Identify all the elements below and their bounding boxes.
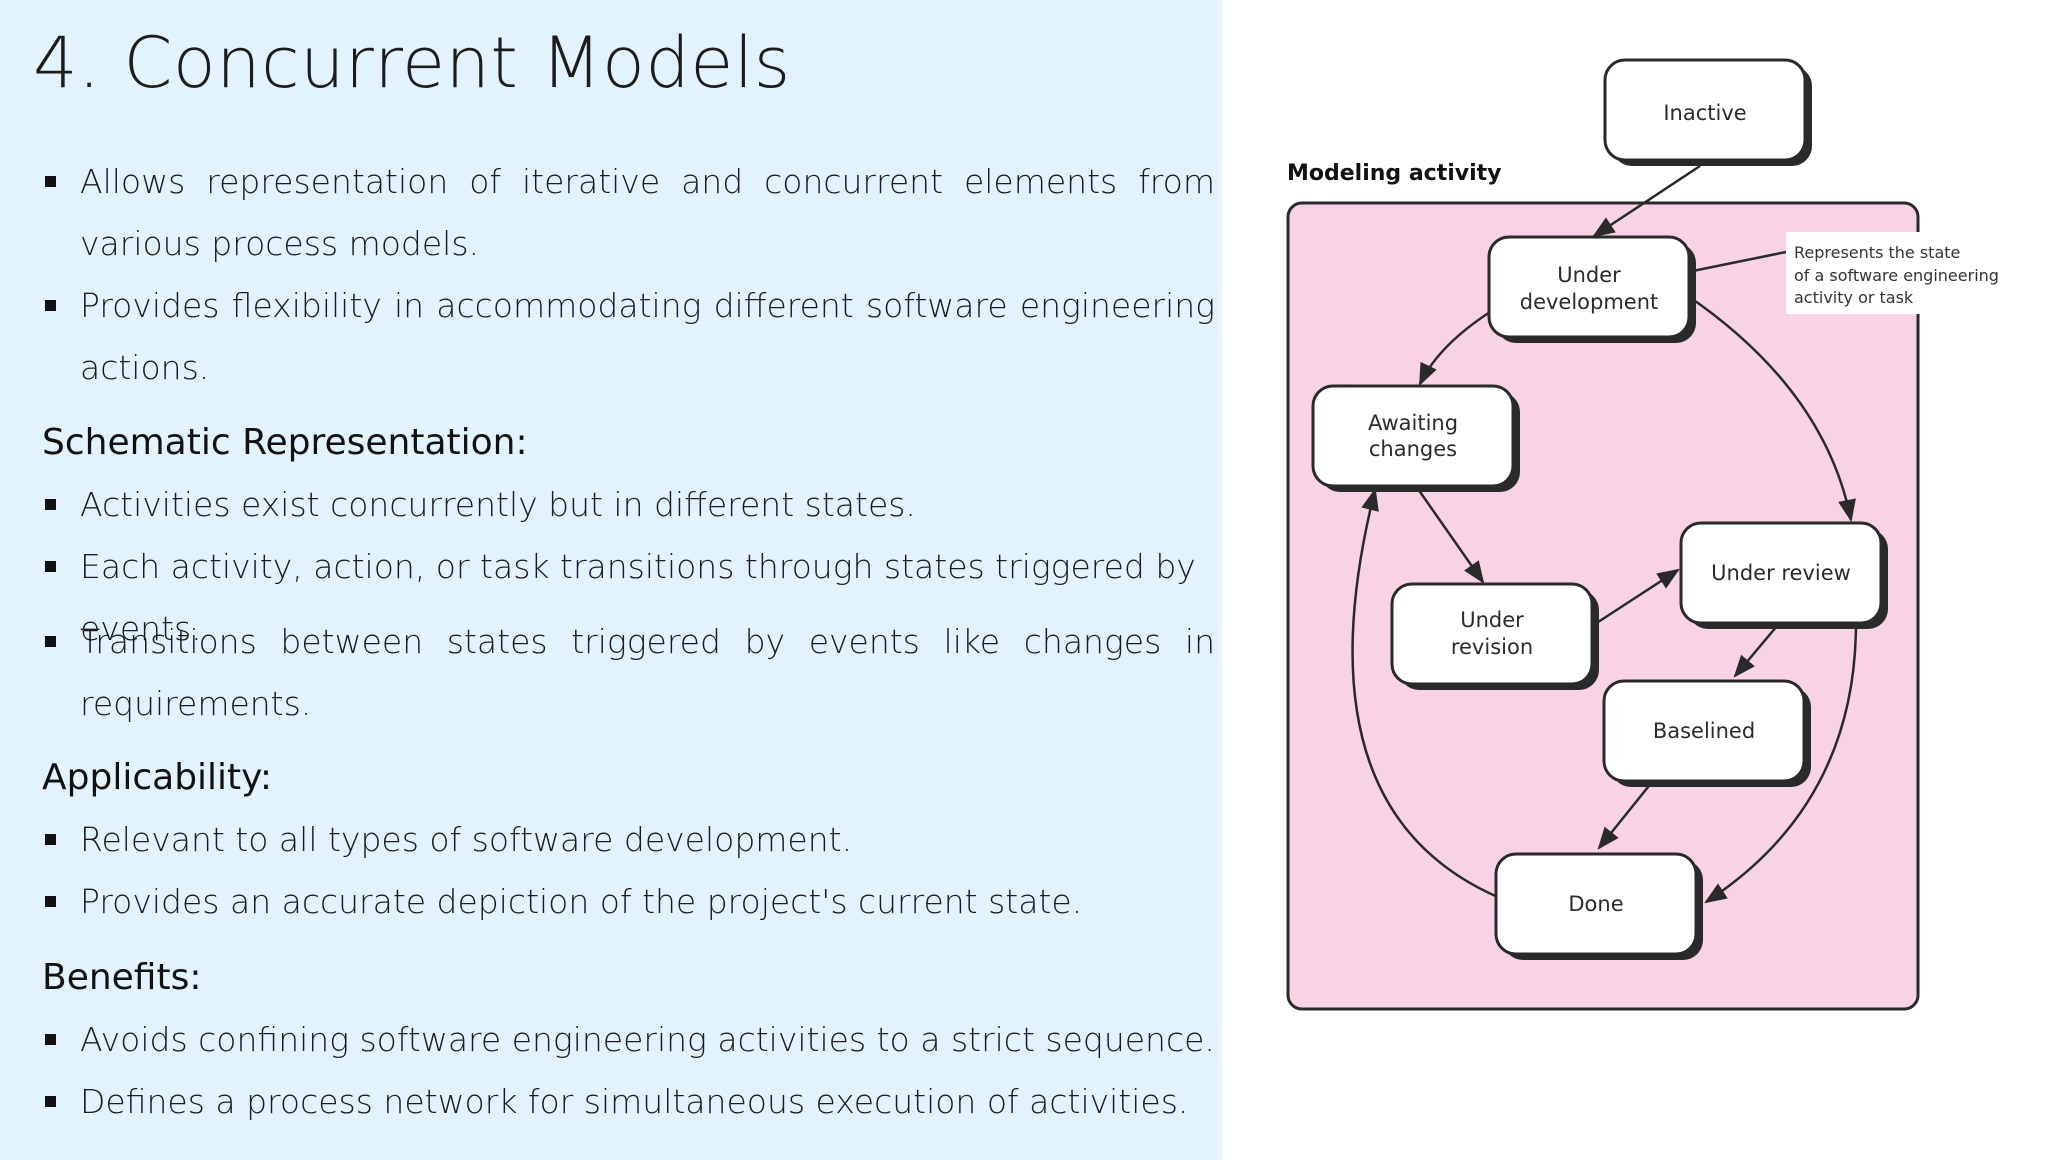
svg-text:Under: Under — [1460, 608, 1524, 632]
svg-text:Inactive: Inactive — [1663, 101, 1746, 125]
bullet-item: Transitions between states triggered by … — [40, 611, 1215, 735]
state-done: Done — [1494, 852, 1703, 960]
bullet-item: Provides an accurate depiction of the pr… — [40, 871, 1215, 933]
bullet-square-icon — [45, 176, 56, 187]
bullet-item: Avoids confining software engineering ac… — [40, 1009, 1215, 1071]
bullet-square-icon — [45, 636, 56, 647]
state-baselined: Baselined — [1602, 679, 1811, 787]
svg-text:changes: changes — [1369, 437, 1457, 461]
arrow-inactive-to-development — [1592, 164, 1701, 238]
bullet-item: Activities exist concurrently but in dif… — [40, 474, 1215, 536]
note-box — [1786, 232, 1996, 314]
bullet-item: Relevant to all types of software develo… — [40, 809, 1215, 871]
svg-text:Under: Under — [1557, 263, 1621, 287]
note-text: Represents the state of a software engin… — [1794, 243, 2004, 307]
section-heading: Benefits: — [42, 957, 202, 998]
state-awaiting-changes: Awaiting changes — [1311, 384, 1520, 492]
bullet-square-icon — [45, 561, 56, 572]
bullet-square-icon — [45, 300, 56, 311]
arrow-development-to-awaiting — [1418, 310, 1491, 387]
svg-text:revision: revision — [1451, 635, 1533, 659]
slide-title: 4. Concurrent Models — [33, 22, 791, 104]
arrow-done-to-awaiting — [1351, 487, 1501, 900]
arrow-development-to-review — [1687, 294, 1856, 523]
concurrent-model-diagram: Modeling activity Represents the state o… — [1222, 0, 2048, 1152]
bullet-square-icon — [45, 499, 56, 510]
bullet-square-icon — [45, 896, 56, 907]
state-under-development: Under development — [1487, 235, 1696, 343]
bullet-item: Provides flexibility in accommodating di… — [40, 275, 1215, 399]
section-heading: Applicability: — [42, 757, 272, 798]
state-under-review: Under review — [1679, 521, 1888, 629]
bullet-item: Defines a process network for simultaneo… — [40, 1071, 1215, 1133]
text-panel — [0, 0, 1222, 1160]
arrow-awaiting-to-revision — [1416, 488, 1485, 584]
svg-text:Done: Done — [1568, 892, 1623, 916]
section-heading: Schematic Representation: — [42, 422, 528, 463]
state-diagram-svg: Modeling activity Represents the state o… — [1286, 58, 2004, 1011]
svg-text:Under review: Under review — [1711, 561, 1851, 585]
bullet-square-icon — [45, 1096, 56, 1107]
bullet-item: Allows representation of iterative and c… — [40, 151, 1215, 275]
transition-arrows — [1351, 164, 1858, 904]
bullet-square-icon — [45, 1034, 56, 1045]
bullet-square-icon — [45, 834, 56, 845]
bullet-item: Each activity, action, or task transitio… — [40, 536, 1215, 660]
svg-text:development: development — [1520, 290, 1659, 314]
arrow-review-to-baselined — [1733, 625, 1778, 678]
svg-text:Awaiting: Awaiting — [1368, 411, 1458, 435]
modeling-activity-label: Modeling activity — [1287, 161, 1502, 186]
arrow-revision-to-review — [1591, 568, 1680, 628]
state-under-revision: Under revision — [1390, 582, 1599, 690]
arrow-baselined-to-done — [1597, 781, 1653, 850]
arrow-review-to-done — [1704, 624, 1858, 904]
state-inactive: Inactive — [1603, 58, 1812, 166]
svg-text:Baselined: Baselined — [1653, 719, 1755, 743]
